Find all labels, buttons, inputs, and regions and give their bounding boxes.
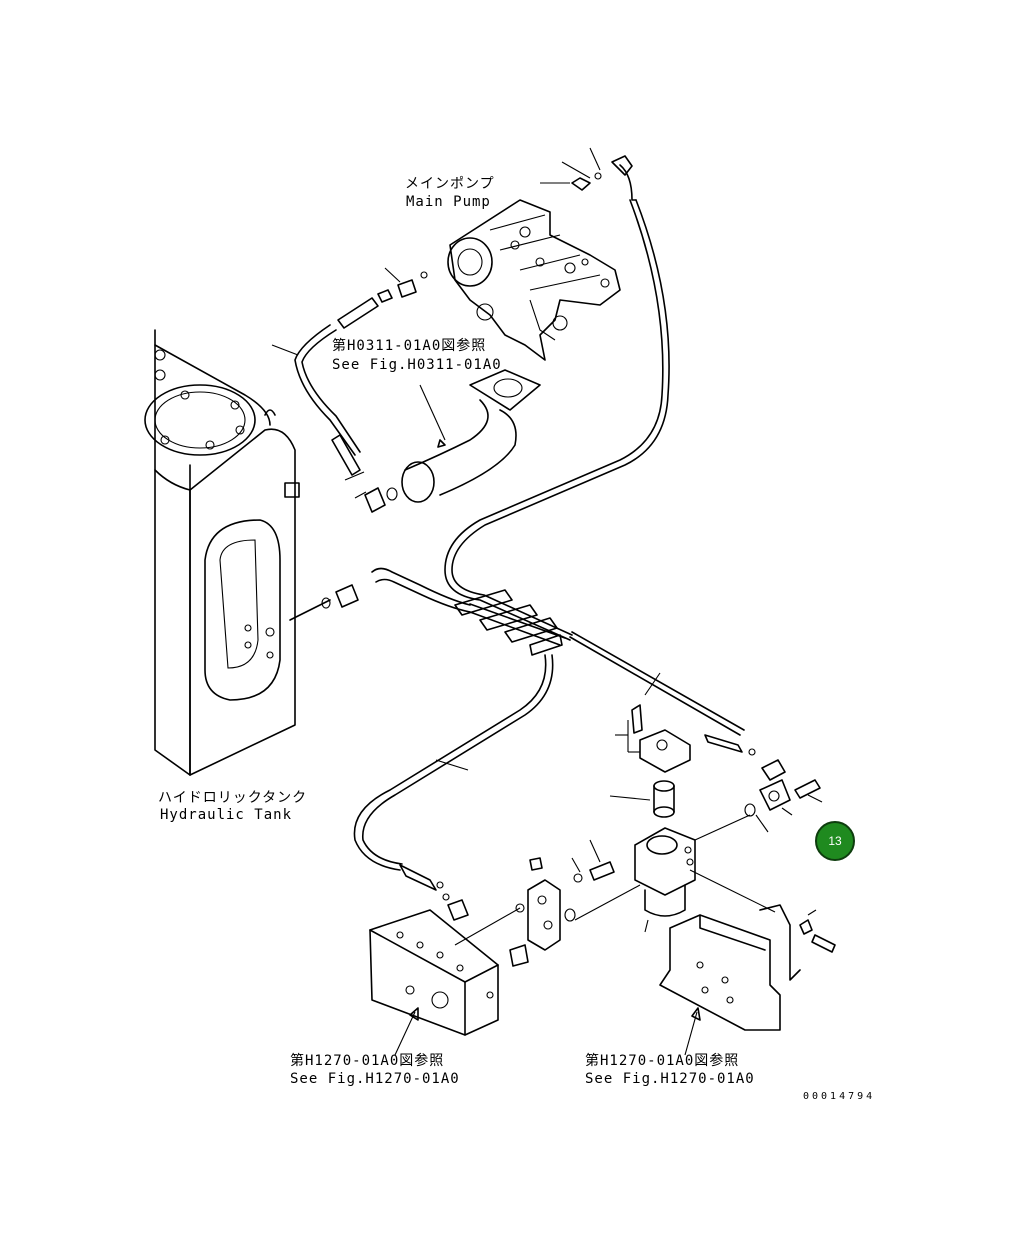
hose-clamps <box>454 589 563 656</box>
valve-block <box>369 881 499 1036</box>
solenoid-block <box>454 857 561 967</box>
filter-element <box>609 780 675 818</box>
ref-h1270-right-label-en: See Fig.H1270-01A0 <box>585 1071 755 1087</box>
main-pump-label-jp: メインポンプ <box>405 176 495 192</box>
lower-hose <box>353 654 554 891</box>
reference-arrows <box>344 471 701 1056</box>
ref-h1270-left-label-jp: 第H1270-01A0図参照 <box>290 1053 445 1069</box>
drawing-number: 00014794 <box>803 1091 876 1102</box>
ref-h1270-left-label-en: See Fig.H1270-01A0 <box>290 1071 460 1087</box>
main-pump-label-en: Main Pump <box>406 194 491 210</box>
filter-housing <box>634 827 696 933</box>
hydraulic-tank-label-jp: ハイドロリックタンク <box>158 790 308 806</box>
filter-head-cover <box>615 704 691 773</box>
pump-side-fittings <box>337 267 428 329</box>
hydraulic-tank <box>144 329 300 776</box>
callout-badge-13[interactable]: 13 <box>815 821 855 861</box>
upper-right-fittings <box>644 672 823 841</box>
pump-to-filter-hose <box>444 164 745 736</box>
suction-elbow-pipe <box>386 369 541 503</box>
ref-h0311-label-jp: 第H0311-01A0図参照 <box>332 338 487 354</box>
mounting-bracket <box>659 869 836 1031</box>
pump-to-tank-hose <box>271 324 386 513</box>
pump-top-fittings <box>540 147 633 191</box>
main-pump <box>447 199 621 361</box>
ref-h1270-right-label-jp: 第H1270-01A0図参照 <box>585 1053 740 1069</box>
hydraulic-tank-label-en: Hydraulic Tank <box>160 807 293 823</box>
ref-h0311-label-en: See Fig.H0311-01A0 <box>332 357 502 373</box>
filter-fittings <box>564 839 641 922</box>
